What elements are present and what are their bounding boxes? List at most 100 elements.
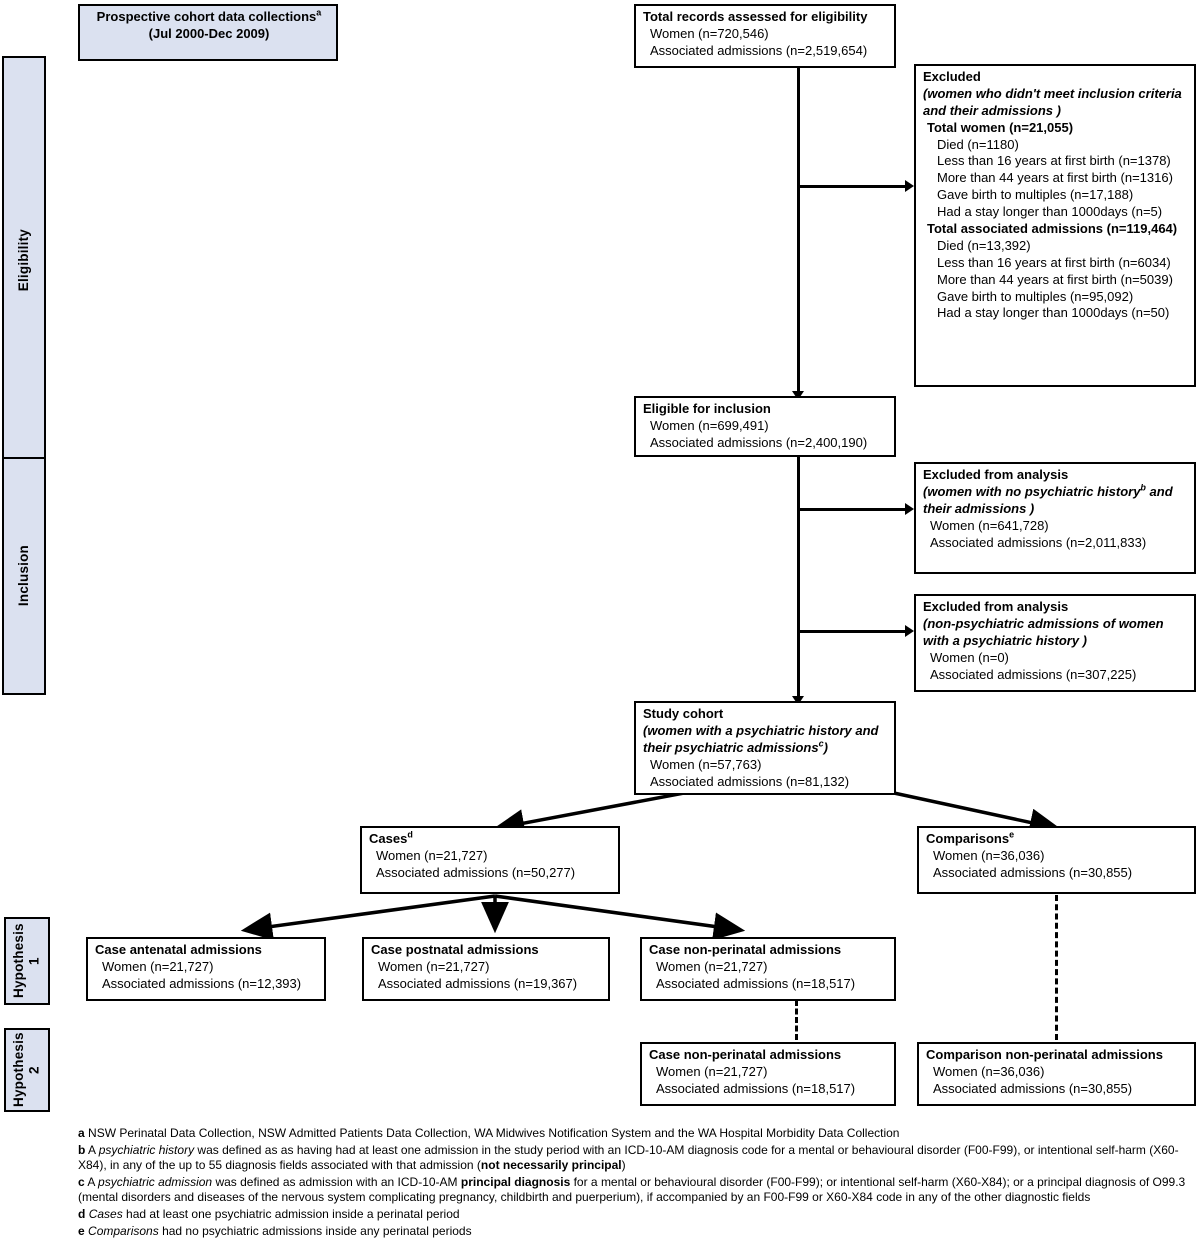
- footnote-d-italic: Cases: [88, 1206, 123, 1221]
- box-study-cohort-subtitle-b: ): [823, 739, 828, 755]
- box-excluded-eligibility-total-women: Total women (n=21,055): [927, 119, 1074, 135]
- box-eligible-title: Eligible for inclusion: [643, 401, 771, 416]
- connector-cohort-split: [492, 788, 1062, 837]
- box-comparisons: Comparisonse Women (n=36,036) Associated…: [917, 826, 1196, 894]
- box-case-nonperinatal-h1-line-2: Associated admissions (n=18,517): [656, 975, 856, 991]
- box-case-postnatal-line-2: Associated admissions (n=19,367): [378, 975, 578, 991]
- box-cases-line-1: Women (n=21,727): [376, 847, 488, 863]
- footnote-c-italic: psychiatric admission: [98, 1174, 213, 1189]
- box-excluded-no-history-line-1: Women (n=641,728): [930, 517, 1049, 533]
- box-case-nonperinatal-h2-line-2: Associated admissions (n=18,517): [656, 1080, 856, 1096]
- box-case-postnatal-title: Case postnatal admissions: [371, 942, 539, 957]
- footnote-c-text-1: A: [87, 1174, 95, 1189]
- footnote-c: c A psychiatric admission was defined as…: [78, 1175, 1196, 1206]
- box-case-postnatal-admissions: Case postnatal admissions Women (n=21,72…: [362, 937, 610, 1001]
- footnote-d-marker: d: [78, 1206, 86, 1221]
- box-case-antenatal-title: Case antenatal admissions: [95, 942, 262, 957]
- box-excluded-eligibility-total-admissions: Total associated admissions (n=119,464): [927, 221, 1178, 237]
- stage-rail-hypothesis-1: Hypothesis 1: [4, 917, 50, 1005]
- box-excluded-non-psych-subtitle: (non-psychiatric admissions of women wit…: [923, 615, 1164, 648]
- box-excluded-non-psychiatric-admissions: Excluded from analysis (non-psychiatric …: [914, 594, 1196, 692]
- arrowhead-eligible: [792, 391, 804, 400]
- footnote-b-text-2: was defined as as having had at least on…: [78, 1142, 1179, 1173]
- box-comparisons-title: Comparisons: [926, 831, 1010, 846]
- box-study-cohort-line-1: Women (n=57,763): [650, 756, 762, 772]
- box-eligible-line-2: Associated admissions (n=2,400,190): [650, 434, 868, 450]
- box-excluded-eligibility-women-reason-1: Died (n=1180): [937, 136, 1019, 152]
- connector-to-excluded-eligibility: [797, 185, 909, 188]
- box-case-postnatal-line-1: Women (n=21,727): [378, 958, 490, 974]
- box-excluded-eligibility-admission-reason-2: Less than 16 years at first birth (n=603…: [937, 254, 1171, 270]
- footnote-a-marker: a: [78, 1126, 85, 1140]
- box-cases-title: Cases: [369, 831, 408, 846]
- footnote-a: a NSW Perinatal Data Collection, NSW Adm…: [78, 1126, 1196, 1142]
- box-comparison-non-perinatal-admissions-h2: Comparison non-perinatal admissions Wome…: [917, 1042, 1196, 1106]
- stage-rail-eligibility-label: Eligibility: [16, 228, 32, 292]
- connector-cases-split: [240, 894, 746, 941]
- box-eligible-for-inclusion: Eligible for inclusion Women (n=699,491)…: [634, 396, 896, 457]
- connector-to-excluded-non-psych: [797, 630, 909, 633]
- box-study-cohort-title: Study cohort: [643, 706, 724, 721]
- footnote-c-marker: c: [78, 1174, 85, 1189]
- box-excluded-eligibility-admission-reason-5: Had a stay longer than 1000days (n=50): [937, 305, 1170, 321]
- box-case-antenatal-line-2: Associated admissions (n=12,393): [102, 975, 302, 991]
- box-excluded-eligibility-subtitle: (women who didn't meet inclusion criteri…: [923, 85, 1182, 118]
- box-comparison-nonperinatal-h2-line-2: Associated admissions (n=30,855): [933, 1080, 1133, 1096]
- footnote-e: e Comparisons had no psychiatric admissi…: [78, 1224, 1196, 1240]
- footnote-b-text-3: ): [621, 1158, 626, 1173]
- box-excluded-eligibility: Excluded (women who didn't meet inclusio…: [914, 64, 1196, 387]
- footnote-b-bold: not necessarily principal: [480, 1158, 622, 1173]
- box-total-records-line-2: Associated admissions (n=2,519,654): [650, 42, 868, 58]
- box-excluded-eligibility-admission-reason-3: More than 44 years at first birth (n=503…: [937, 271, 1173, 287]
- box-total-records-line-1: Women (n=720,546): [650, 25, 769, 41]
- connector-records-to-eligible: [797, 67, 800, 397]
- arrowhead-excluded-eligibility: [905, 180, 914, 192]
- box-case-antenatal-line-1: Women (n=21,727): [102, 958, 214, 974]
- box-excluded-non-psych-line-2: Associated admissions (n=307,225): [930, 666, 1137, 682]
- footnotes: a NSW Perinatal Data Collection, NSW Adm…: [78, 1126, 1196, 1240]
- footnote-a-text: NSW Perinatal Data Collection, NSW Admit…: [88, 1126, 900, 1140]
- footnote-b-marker: b: [78, 1142, 86, 1157]
- footnote-c-bold: principal diagnosis: [460, 1174, 571, 1189]
- box-study-cohort-subtitle-a: (women with a psychiatric history and th…: [643, 722, 879, 755]
- box-case-nonperinatal-h1-title: Case non-perinatal admissions: [649, 942, 842, 957]
- box-excluded-non-psych-line-1: Women (n=0): [930, 649, 1009, 665]
- footnote-e-italic: Comparisons: [88, 1223, 159, 1238]
- box-cases-title-sup: d: [407, 829, 413, 840]
- footnote-d-text: had at least one psychiatric admission i…: [126, 1206, 460, 1221]
- footnote-b: b A psychiatric history was defined as a…: [78, 1143, 1196, 1174]
- box-cases-line-2: Associated admissions (n=50,277): [376, 864, 576, 880]
- box-excluded-eligibility-women-reason-4: Gave birth to multiples (n=17,188): [937, 187, 1134, 203]
- box-case-nonperinatal-h2-line-1: Women (n=21,727): [656, 1063, 768, 1079]
- footnote-c-text-3: for a mental or behavioural disorder (F0…: [78, 1174, 1186, 1205]
- box-study-cohort-line-2: Associated admissions (n=81,132): [650, 773, 850, 789]
- box-excluded-non-psych-title: Excluded from analysis: [923, 599, 1069, 614]
- stage-rail-inclusion: Inclusion: [2, 457, 46, 695]
- box-comparison-nonperinatal-h2-line-1: Women (n=36,036): [933, 1063, 1045, 1079]
- arrowhead-study-cohort: [792, 696, 804, 705]
- connector-eligible-to-cohort: [797, 456, 800, 702]
- footnote-e-text: had no psychiatric admissions inside any…: [162, 1223, 472, 1238]
- box-excluded-no-history-subtitle-b: and their admissions ): [923, 483, 1173, 516]
- connector-case-nonperinatal-dashed: [795, 1000, 798, 1040]
- box-source-title: Prospective cohort data collections: [96, 9, 317, 24]
- box-excluded-no-history-line-2: Associated admissions (n=2,011,833): [930, 534, 1147, 550]
- box-comparison-nonperinatal-h2-title: Comparison non-perinatal admissions: [926, 1047, 1163, 1062]
- box-excluded-no-history-subtitle-a: (women with no psychiatric history: [923, 483, 1141, 499]
- stage-rail-hypothesis-2: Hypothesis 2: [4, 1028, 50, 1112]
- box-total-records: Total records assessed for eligibility W…: [634, 4, 896, 68]
- footnote-d: d Cases had at least one psychiatric adm…: [78, 1207, 1196, 1223]
- stage-rail-inclusion-label: Inclusion: [16, 545, 32, 607]
- box-comparisons-line-2: Associated admissions (n=30,855): [933, 864, 1133, 880]
- box-comparisons-title-sup: e: [1009, 829, 1015, 840]
- connector-comparisons-dashed: [1055, 895, 1058, 1040]
- box-excluded-eligibility-admission-reason-4: Gave birth to multiples (n=95,092): [937, 288, 1134, 304]
- box-excluded-no-history-subtitle-sup: b: [1140, 482, 1146, 493]
- box-total-records-title: Total records assessed for eligibility: [643, 9, 868, 24]
- box-comparisons-line-1: Women (n=36,036): [933, 847, 1045, 863]
- box-case-non-perinatal-admissions-h1: Case non-perinatal admissions Women (n=2…: [640, 937, 896, 1001]
- box-cases: Casesd Women (n=21,727) Associated admis…: [360, 826, 620, 894]
- box-excluded-eligibility-women-reason-5: Had a stay longer than 1000days (n=5): [937, 204, 1163, 220]
- stage-rail-hypothesis-2-label: Hypothesis 2: [11, 1032, 42, 1108]
